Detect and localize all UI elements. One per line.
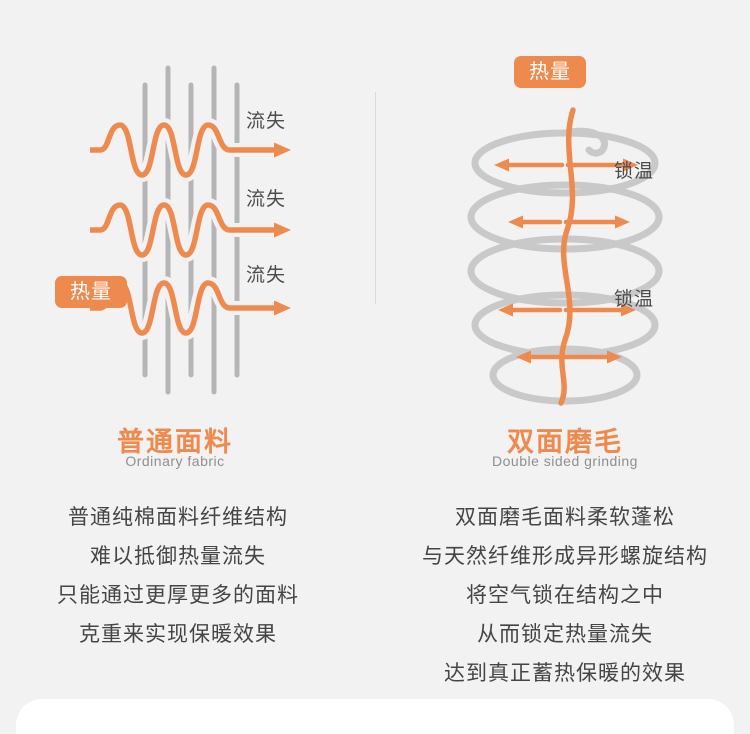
double-sided-grinding-diagram xyxy=(467,107,663,406)
heat-lock-arrows-icon xyxy=(494,107,638,406)
loss-label: 流失 xyxy=(246,111,287,132)
right-description-line: 达到真正蓄热保暖的效果 xyxy=(444,662,686,685)
lock-label: 锁温 xyxy=(614,289,655,310)
left-title: 普通面料 xyxy=(117,427,233,457)
lock-label: 锁温 xyxy=(614,161,655,182)
left-description-line: 克重来实现保暖效果 xyxy=(79,623,277,646)
heat-badge-left: 热量 xyxy=(55,276,127,308)
right-description-line: 从而锁定热量流失 xyxy=(477,623,653,646)
right-description-line: 将空气锁在结构之中 xyxy=(466,584,664,607)
center-divider xyxy=(375,92,376,304)
next-section-card xyxy=(16,699,734,734)
left-description-line: 普通纯棉面料纤维结构 xyxy=(68,506,288,529)
right-title: 双面磨毛 xyxy=(507,427,623,457)
loss-label: 流失 xyxy=(246,265,287,286)
left-description: 普通纯棉面料纤维结构 难以抵御热量流失 只能通过更厚更多的面料 克重来实现保暖效… xyxy=(10,498,346,654)
right-description: 双面磨毛面料柔软蓬松 与天然纤维形成异形螺旋结构 将空气锁在结构之中 从而锁定热… xyxy=(390,498,740,693)
left-subtitle: Ordinary fabric xyxy=(125,453,225,469)
heat-badge-right: 热量 xyxy=(514,56,586,88)
right-description-line: 与天然纤维形成异形螺旋结构 xyxy=(422,545,708,568)
right-subtitle: Double sided grinding xyxy=(492,453,638,469)
ordinary-fabric-diagram xyxy=(90,65,291,395)
right-description-line: 双面磨毛面料柔软蓬松 xyxy=(455,506,675,529)
loss-label: 流失 xyxy=(246,189,287,210)
left-description-line: 只能通过更厚更多的面料 xyxy=(57,584,299,607)
left-description-line: 难以抵御热量流失 xyxy=(90,545,266,568)
